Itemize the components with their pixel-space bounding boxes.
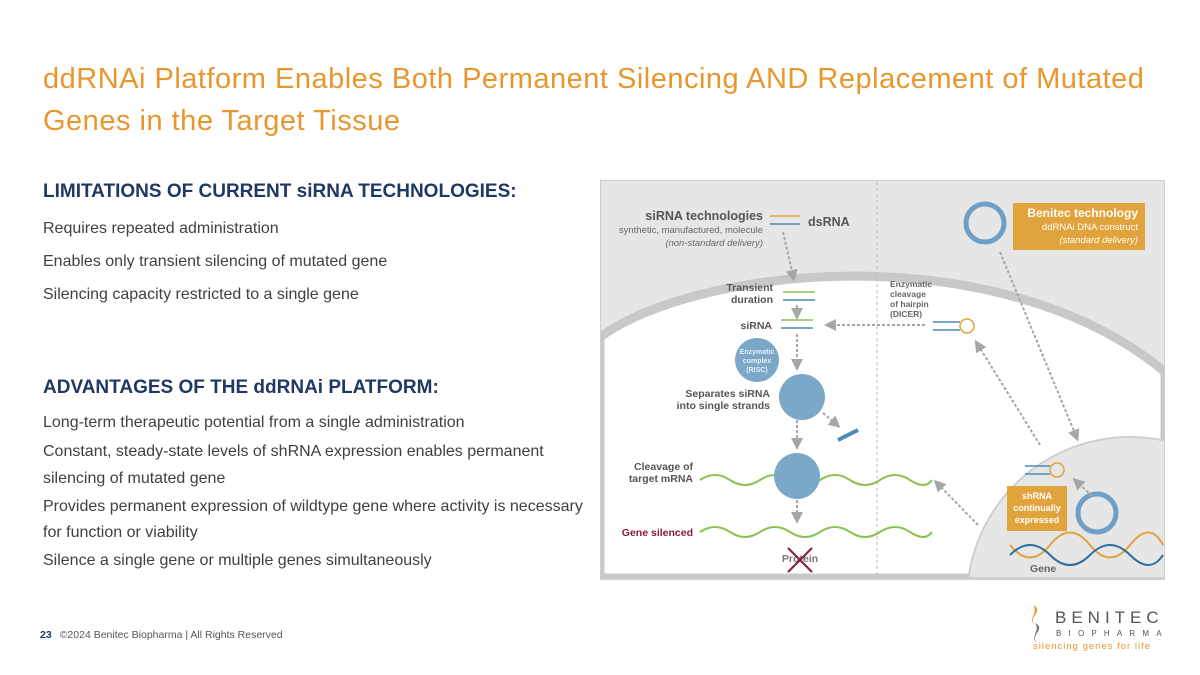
dsrna-icon (770, 215, 1050, 475)
limitation-item: Enables only transient silencing of muta… (43, 253, 388, 270)
shrna-box (1007, 486, 1067, 531)
dicer-label: Enzymatic (890, 279, 932, 289)
sirna-delivery-label: (non-standard delivery) (665, 238, 763, 249)
risc-label: (RISC) (746, 367, 767, 374)
advantage-item: Provides permanent expression of wildtyp… (43, 498, 583, 515)
strand-separation-icon (779, 374, 825, 420)
shrna-label: expressed (1015, 515, 1060, 525)
dna-construct-icon (963, 201, 1007, 245)
advantage-item: Long-term therapeutic potential from a s… (43, 414, 465, 431)
separates-label: into single strands (677, 400, 771, 412)
page-number: 23 (40, 629, 52, 641)
limitation-item: Silencing capacity restricted to a singl… (43, 286, 359, 303)
sirna-label: siRNA (740, 320, 772, 332)
dicer-label: cleavage (890, 289, 926, 299)
copyright: ©2024 Benitec Biopharma | All Rights Res… (59, 629, 283, 641)
gene-dna (1009, 531, 1164, 559)
sirna-sub-label: synthetic, manufactured, molecule (619, 225, 763, 236)
gene-silenced-label: Gene silenced (622, 527, 693, 539)
hairpin-icon (959, 318, 975, 334)
cleavage-complex-icon (774, 453, 820, 499)
risc-complex-icon (735, 338, 779, 382)
shrna-label: shRNA (1022, 491, 1053, 501)
gene-label: Gene (1030, 563, 1056, 575)
cleavage-label: target mRNA (629, 473, 694, 485)
limitations-heading: LIMITATIONS OF CURRENT siRNA TECHNOLOGIE… (43, 181, 517, 202)
sirna-technologies-label: siRNA technologies (645, 209, 763, 223)
advantages-heading: ADVANTAGES OF THE ddRNAi PLATFORM: (43, 377, 439, 398)
dicer-label: of hairpin (890, 299, 929, 309)
silenced-mrna (699, 526, 933, 538)
advantage-item: for function or viability (43, 524, 198, 541)
benitec-logo: BENITEC BIOPHARMA silencing genes for li… (1032, 605, 1169, 652)
dsrna-label: dsRNA (808, 215, 850, 229)
slide-title: ddRNAi Platform Enables Both Permanent S… (43, 63, 1145, 137)
advantage-item: Silence a single gene or multiple genes … (43, 552, 432, 569)
risc-label: complex (743, 358, 772, 365)
transient-label: duration (731, 294, 773, 306)
dicer-label: (DICER) (890, 309, 922, 319)
limitation-item: Requires repeated administration (43, 220, 279, 237)
footer: 23 ©2024 Benitec Biopharma | All Rights R… (40, 629, 283, 641)
benitec-technology-box (1013, 203, 1145, 250)
advantage-item: silencing of mutated gene (43, 470, 226, 487)
transient-label: Transient (726, 282, 773, 294)
separates-label: Separates siRNA (685, 388, 770, 400)
benitec-technology-label: Benitec technology (1027, 206, 1138, 220)
logo-tagline: silencing genes for life (1033, 641, 1151, 652)
rnai-mechanism-diagram: siRNA technologies dsRNA Transient durat… (600, 180, 1165, 580)
advantage-item: Constant, steady-state levels of shRNA e… (43, 443, 544, 460)
risc-label: Enzymatic (740, 349, 775, 356)
hairpin-icon (1049, 462, 1065, 478)
shrna-label: continually (1013, 503, 1061, 513)
target-mrna (699, 474, 933, 486)
dna-construct-icon (1075, 491, 1119, 535)
benitec-sub-label: ddRNAi DNA construct (1042, 222, 1138, 233)
benitec-delivery-label: (standard delivery) (1059, 235, 1138, 246)
logo-sub: BIOPHARMA (1056, 629, 1169, 638)
logo-name: BENITEC (1055, 608, 1164, 627)
cleavage-label: Cleavage of (634, 461, 693, 473)
